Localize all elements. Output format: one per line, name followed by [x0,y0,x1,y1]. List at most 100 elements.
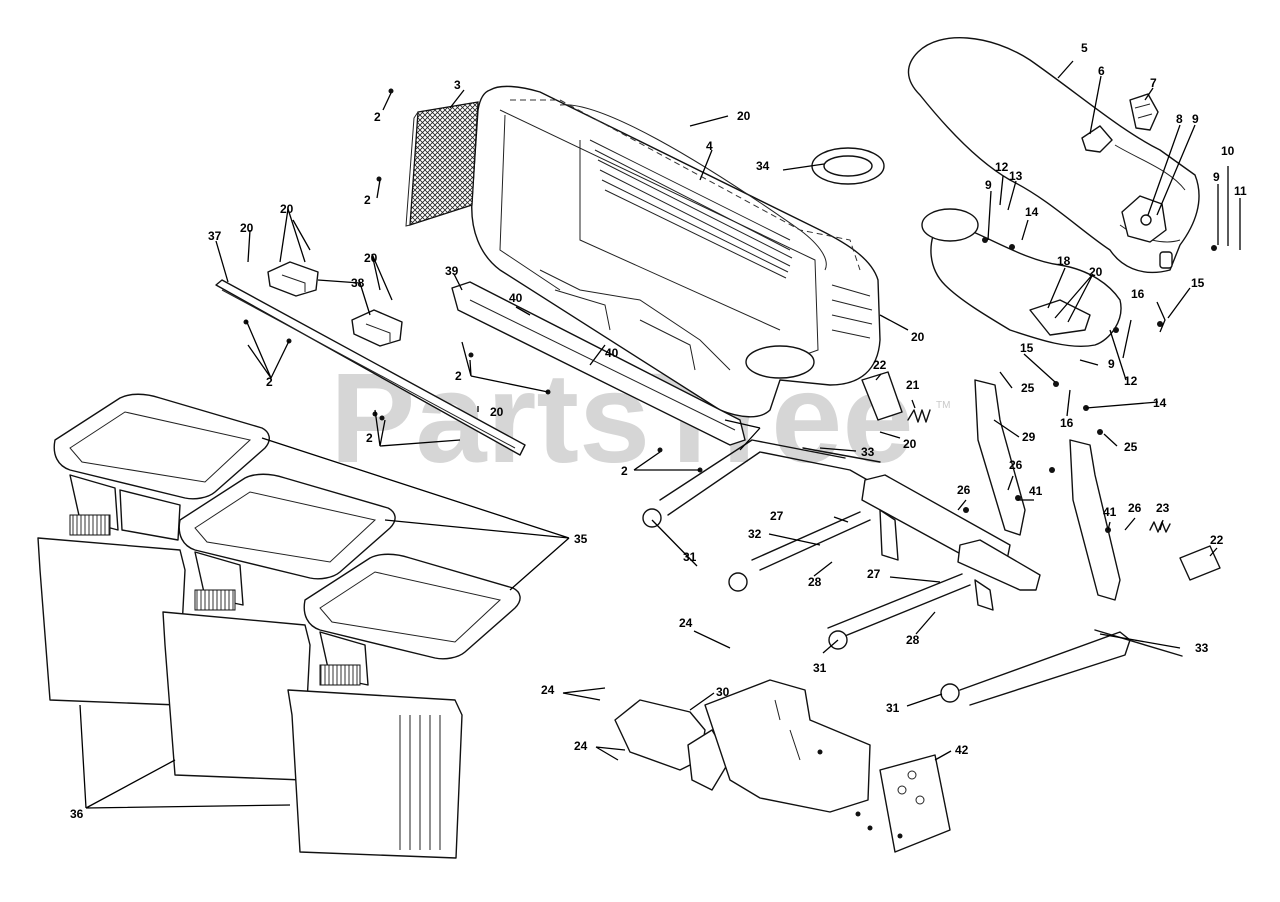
callout-11: 11 [1234,184,1247,198]
callout-2: 2 [455,369,462,383]
callout-25: 25 [1021,381,1035,395]
callout-24: 24 [574,739,588,753]
callout-25: 25 [1124,440,1138,454]
callout-21: 21 [906,378,920,392]
chute-bracket-part-8 [1121,195,1167,243]
callout-9: 9 [1192,112,1199,126]
bag-part-36-left [37,514,186,706]
callout-13: 13 [1009,169,1023,183]
rod-part-33-a [802,447,881,463]
callout-12: 12 [995,160,1009,174]
callout-33: 33 [1195,641,1209,655]
callout-39: 39 [445,264,459,278]
callout-33: 33 [861,445,875,459]
callout-14: 14 [1153,396,1167,410]
screen-part-3 [405,101,479,227]
callout-10: 10 [1221,144,1235,158]
tube-cap-part-31-a [642,508,662,528]
cross-bar [861,474,1041,611]
spacer-tube-part-22-b [1179,545,1221,581]
callout-40: 40 [509,291,523,305]
callout-42: 42 [955,743,969,757]
callout-5: 5 [1081,41,1088,55]
callout-6: 6 [1098,64,1105,78]
callout-30: 30 [716,685,730,699]
callout-41: 41 [1103,505,1117,519]
spring-part-21 [907,409,931,423]
callout-20: 20 [911,330,925,344]
callout-7: 7 [1150,76,1157,90]
tube-cap-part-31-d [940,683,960,703]
callout-20: 20 [737,109,751,123]
bag-part-36-mid [162,589,311,781]
chute-pivot-part-18 [921,208,1122,348]
callout-16: 16 [1131,287,1145,301]
callout-26: 26 [957,483,971,497]
callout-36: 36 [70,807,84,821]
callout-15: 15 [1191,276,1205,290]
callout-22: 22 [1210,533,1224,547]
callout-2: 2 [374,110,381,124]
side-plate-part-29-b [1069,439,1121,601]
bag-frame-part-35-left [53,393,270,541]
callout-31: 31 [813,661,827,675]
callout-4: 4 [706,139,713,153]
callout-15: 15 [1020,341,1034,355]
rail-part-37 [215,279,526,456]
callout-3: 3 [454,78,461,92]
callout-26: 26 [1128,501,1142,515]
callout-31: 31 [683,550,697,564]
callout-20: 20 [490,405,504,419]
callout-24: 24 [679,616,693,630]
bracket-part-38-b [351,309,403,347]
callout-40: 40 [605,346,619,360]
callout-16: 16 [1060,416,1074,430]
callout-20: 20 [364,251,378,265]
callout-24: 24 [541,683,555,697]
watermark-trademark: TM [936,400,950,411]
callout-20: 20 [903,437,917,451]
callout-12: 12 [1124,374,1138,388]
callout-2: 2 [364,193,371,207]
callout-2: 2 [621,464,628,478]
bag-part-36-right [287,664,463,859]
callout-34: 34 [756,159,770,173]
callout-26: 26 [1009,458,1023,472]
callout-18: 18 [1057,254,1071,268]
callout-37: 37 [208,229,222,243]
callout-20: 20 [1089,265,1103,279]
callout-28: 28 [808,575,822,589]
callout-20: 20 [280,202,294,216]
callout-2: 2 [266,375,273,389]
callout-28: 28 [906,633,920,647]
callout-32: 32 [748,527,762,541]
callout-14: 14 [1025,205,1039,219]
callout-27: 27 [770,509,784,523]
bracket-part-38-a [267,261,319,297]
side-plate-part-29-a [974,379,1026,536]
deflector-part-39 [451,281,746,446]
housing-lid-outline [510,99,861,271]
latch-part-7 [1129,93,1159,131]
callout-22: 22 [873,358,887,372]
callout-23: 23 [1156,501,1170,515]
callout-31: 31 [886,701,900,715]
rod-part-33-b [1094,629,1183,657]
mount-plate [704,679,871,813]
spacer-tube-part-22-a [861,371,903,421]
callout-9: 9 [985,178,992,192]
chute-cap-part-6 [1081,125,1113,153]
tube-cap-part-31-b [728,572,748,592]
callout-29: 29 [1022,430,1036,444]
gasket-ring-part-34 [811,147,885,185]
callout-9: 9 [1108,357,1115,371]
callout-9: 9 [1213,170,1220,184]
mount-plate-part-42 [879,754,951,853]
bagger-housing-part-4 [471,85,881,418]
callout-38: 38 [351,276,365,290]
hardware-fasteners [243,88,1217,839]
callout-35: 35 [574,532,588,546]
callout-27: 27 [867,567,881,581]
callout-2: 2 [366,431,373,445]
